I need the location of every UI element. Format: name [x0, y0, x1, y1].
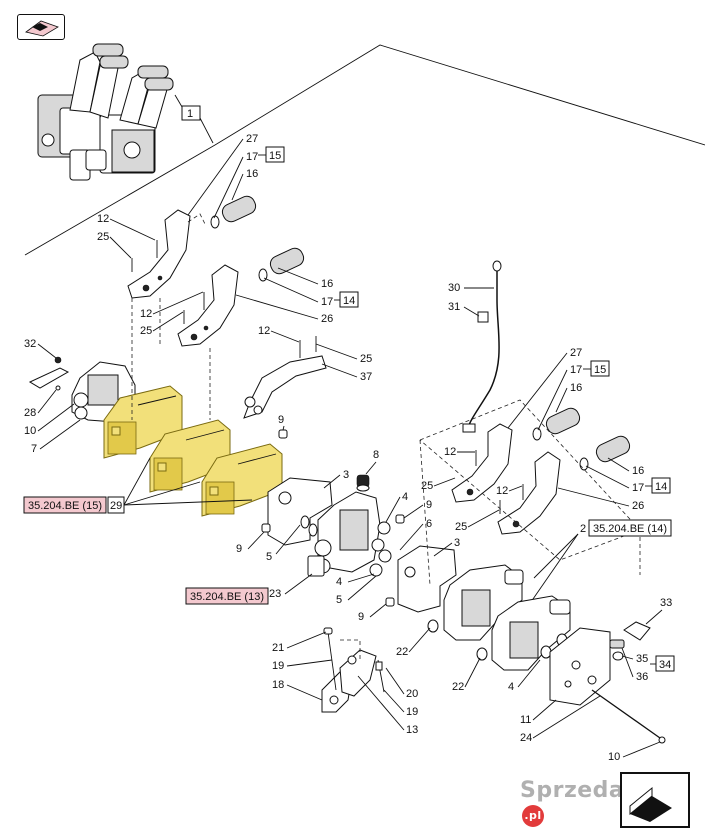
callout-4b: 4: [336, 576, 342, 588]
callout-35: 35: [636, 653, 648, 665]
callout-23: 23: [269, 588, 281, 600]
callout-5a: 5: [266, 551, 272, 563]
callout-16c: 16: [570, 382, 582, 394]
callout-31: 31: [448, 301, 460, 313]
control-lever-right-lower: [497, 435, 631, 535]
callout-15b: 15: [594, 364, 606, 376]
callout-15a: 15: [269, 150, 281, 162]
reference-link-13[interactable]: [185, 587, 269, 605]
valve-section-main: [307, 474, 381, 577]
callout-24: 24: [520, 732, 532, 744]
reference-15-text: 35.204.BE (15): [28, 500, 102, 512]
control-lever-middle: [177, 247, 305, 347]
control-cable: [462, 260, 502, 433]
callout-box-1: [181, 105, 201, 121]
callout-16d: 16: [632, 465, 644, 477]
callout-25d: 25: [421, 480, 433, 492]
callout-28: 28: [24, 407, 36, 419]
callout-9c: 9: [426, 499, 432, 511]
callout-10a: 10: [24, 425, 36, 437]
callout-12a: 12: [97, 213, 109, 225]
callout-17b: 17: [321, 296, 333, 308]
callout-27b: 27: [570, 347, 582, 359]
callout-16b: 16: [321, 278, 333, 290]
callout-17c: 17: [570, 364, 582, 376]
reference-14-text: 35.204.BE (14): [593, 523, 667, 535]
callout-26a: 26: [321, 313, 333, 325]
callout-4c: 4: [508, 681, 514, 693]
book-icon[interactable]: [17, 14, 65, 40]
callout-27a: 27: [246, 133, 258, 145]
callout-21: 21: [272, 642, 284, 654]
callout-14b: 14: [655, 481, 667, 493]
valve-section-right-1: [427, 564, 524, 641]
callout-3a: 3: [343, 469, 349, 481]
valve-section-right-2: [476, 595, 571, 671]
reference-link-14[interactable]: [588, 519, 672, 537]
callout-2: 2: [580, 523, 586, 535]
screw-9c: [395, 514, 405, 524]
callout-22b: 22: [452, 681, 464, 693]
callout-12c: 12: [258, 325, 270, 337]
callout-11: 11: [520, 714, 531, 726]
highlighted-valve-section-3: [201, 443, 283, 517]
control-lever-right-upper: [451, 407, 581, 503]
valve-section-3b: [385, 545, 457, 613]
callout-17a: 17: [246, 151, 258, 163]
callout-10b: 10: [608, 751, 620, 763]
callout-12e: 12: [496, 485, 508, 497]
callout-19a: 19: [272, 660, 284, 672]
callout-19b: 19: [406, 706, 418, 718]
callout-1: 1: [187, 108, 193, 120]
callout-17d: 17: [632, 482, 644, 494]
callout-9b: 9: [236, 543, 242, 555]
callout-25c: 25: [360, 353, 372, 365]
callout-3b: 3: [454, 537, 460, 549]
valve-section-3a: [261, 477, 333, 546]
callout-22a: 22: [396, 646, 408, 658]
highlighted-valve-section-1: [103, 385, 183, 459]
callout-34: 34: [659, 659, 671, 671]
callout-20: 20: [406, 688, 418, 700]
reference-link-15[interactable]: [23, 496, 107, 514]
reference-13-text: 35.204.BE (13): [190, 591, 264, 603]
callout-8: 8: [373, 449, 379, 461]
callout-12d: 12: [444, 446, 456, 458]
next-page-icon[interactable]: [620, 772, 690, 828]
callout-14a: 14: [343, 295, 355, 307]
callout-9a: 9: [278, 414, 284, 426]
joystick-handle: [243, 336, 327, 419]
end-plate: [549, 627, 666, 744]
callout-26b: 26: [632, 500, 644, 512]
callout-30: 30: [448, 282, 460, 294]
callout-6: 6: [426, 518, 432, 530]
callout-12b: 12: [140, 308, 152, 320]
fitting-33: [609, 621, 651, 661]
callout-33: 33: [660, 597, 672, 609]
callout-32: 32: [24, 338, 36, 350]
callout-29: 29: [110, 500, 122, 512]
callout-13: 13: [406, 724, 418, 736]
callout-25b: 25: [140, 325, 152, 337]
linkage-assembly: [321, 627, 385, 713]
callout-9d: 9: [358, 611, 364, 623]
callout-25e: 25: [455, 521, 467, 533]
callout-25a: 25: [97, 231, 109, 243]
valve-assembly-overview: [37, 43, 186, 181]
callout-18: 18: [272, 679, 284, 691]
callout-5b: 5: [336, 594, 342, 606]
watermark-suffix: .pl: [522, 805, 544, 827]
callout-37: 37: [360, 371, 372, 383]
callout-4a: 4: [402, 491, 408, 503]
callout-7: 7: [31, 443, 37, 455]
callout-36: 36: [636, 671, 648, 683]
control-lever-upper: [127, 195, 257, 299]
callout-16a: 16: [246, 168, 258, 180]
screw-9a: [278, 429, 288, 439]
highlighted-valve-section-2: [149, 419, 231, 493]
